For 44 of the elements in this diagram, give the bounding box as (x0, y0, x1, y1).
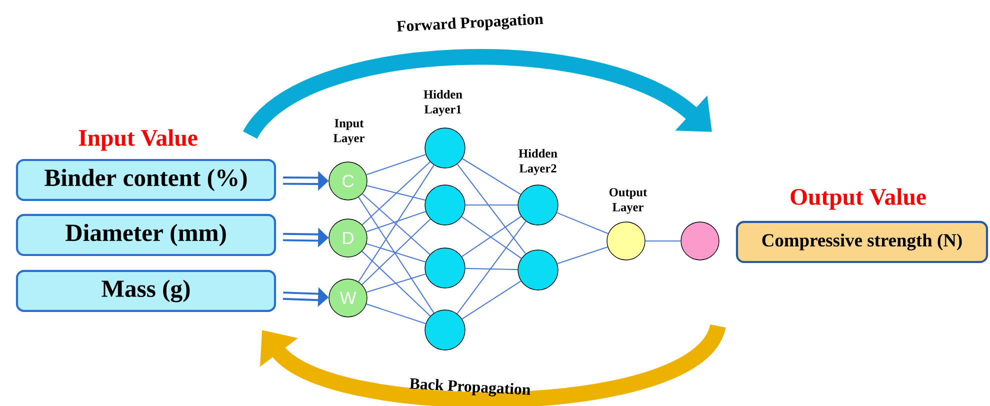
connection-line (456, 164, 526, 254)
hidden-neuron (424, 248, 466, 288)
connection-line (366, 154, 426, 176)
hidden-neuron (424, 310, 466, 350)
propagation-label: Forward Propagation (396, 14, 544, 32)
connection-line (366, 211, 426, 232)
connection-line (362, 250, 431, 316)
connection-line (362, 194, 430, 255)
layer-label: Hidden Layer1 (424, 90, 462, 116)
output-box: Compressive strength (N) (736, 220, 988, 264)
connection-line (366, 185, 426, 201)
connection-line (362, 218, 431, 285)
input-neuron: W (328, 278, 368, 318)
connection-line (462, 158, 521, 195)
input-neuron: D (328, 218, 368, 258)
result-neuron (680, 222, 720, 260)
connection-line (465, 268, 518, 270)
connection-line (465, 204, 518, 206)
input-box: Diameter (mm) (16, 214, 276, 256)
connection-line (358, 196, 434, 314)
input-box: Mass (g) (16, 270, 276, 312)
hidden-neuron (518, 184, 558, 226)
connection-line (358, 164, 434, 282)
connection-line (366, 243, 426, 262)
layer-label: Input Layer (334, 119, 364, 145)
hidden-neuron (424, 184, 466, 226)
input-box: Binder content (%) (16, 158, 276, 202)
input-neuron: C (328, 162, 368, 200)
connection-line (366, 274, 426, 293)
connection-line (645, 240, 681, 242)
layer-label: Hidden Layer2 (518, 148, 558, 176)
connection-line (462, 280, 522, 320)
connection-line (366, 304, 426, 324)
connection-line (557, 246, 608, 264)
connection-line (456, 221, 526, 314)
propagation-label: Back Propagation (409, 378, 530, 396)
heading: Output Value (790, 188, 926, 210)
hidden-neuron (518, 250, 558, 290)
connection-line (362, 161, 430, 226)
layer-label: Output Layer (609, 188, 648, 214)
heading: Input Value (78, 129, 198, 151)
hidden-neuron (424, 128, 466, 168)
output-neuron (606, 222, 646, 260)
connection-line (556, 212, 608, 234)
